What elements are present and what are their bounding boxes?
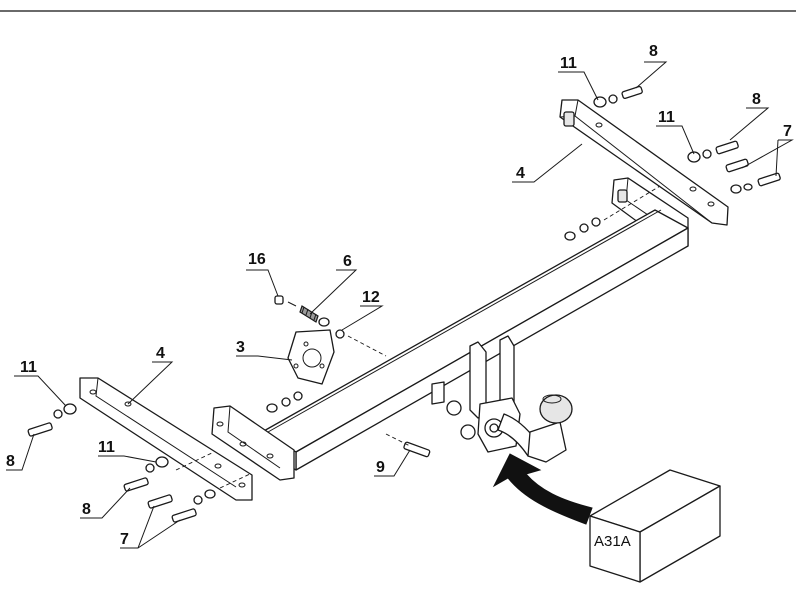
callout-11-top-right-lower: 11: [658, 109, 675, 126]
bolt-9: [385, 433, 431, 458]
callout-7-left: 7: [120, 531, 129, 548]
callout-8-top-right-lower: 8: [752, 91, 761, 108]
callout-3: 3: [236, 339, 245, 356]
tow-ball-neck: [431, 335, 573, 463]
callout-8-left-upper: 8: [6, 453, 15, 470]
fasteners-top-right: [564, 85, 781, 241]
callout-12: 12: [362, 289, 380, 306]
callout-4-left-plate: 4: [156, 345, 165, 362]
callout-4-right-plate: 4: [516, 165, 525, 182]
callout-11-top-right-upper: 11: [560, 55, 577, 72]
callout-11-left-upper: 11: [20, 359, 37, 376]
socket-spring-bolt: [274, 295, 345, 339]
product-code-label: A31A: [594, 533, 631, 550]
callout-7-top-right: 7: [783, 123, 792, 140]
right-mounting-plate: [559, 99, 729, 226]
left-mounting-plate: [79, 377, 253, 501]
callout-9: 9: [376, 459, 385, 476]
fasteners-left: [27, 335, 387, 523]
callout-leaders: [6, 61, 794, 549]
callout-6: 6: [343, 253, 352, 270]
direction-arrow: [492, 453, 593, 525]
callout-8-top-right-upper: 8: [649, 43, 658, 60]
left-bar-bracket: [211, 405, 295, 481]
callout-11-left-lower: 11: [98, 439, 115, 456]
callout-8-left-lower: 8: [82, 501, 91, 518]
product-box: [589, 469, 721, 583]
socket-plate: [287, 329, 335, 385]
callout-16: 16: [248, 251, 266, 268]
